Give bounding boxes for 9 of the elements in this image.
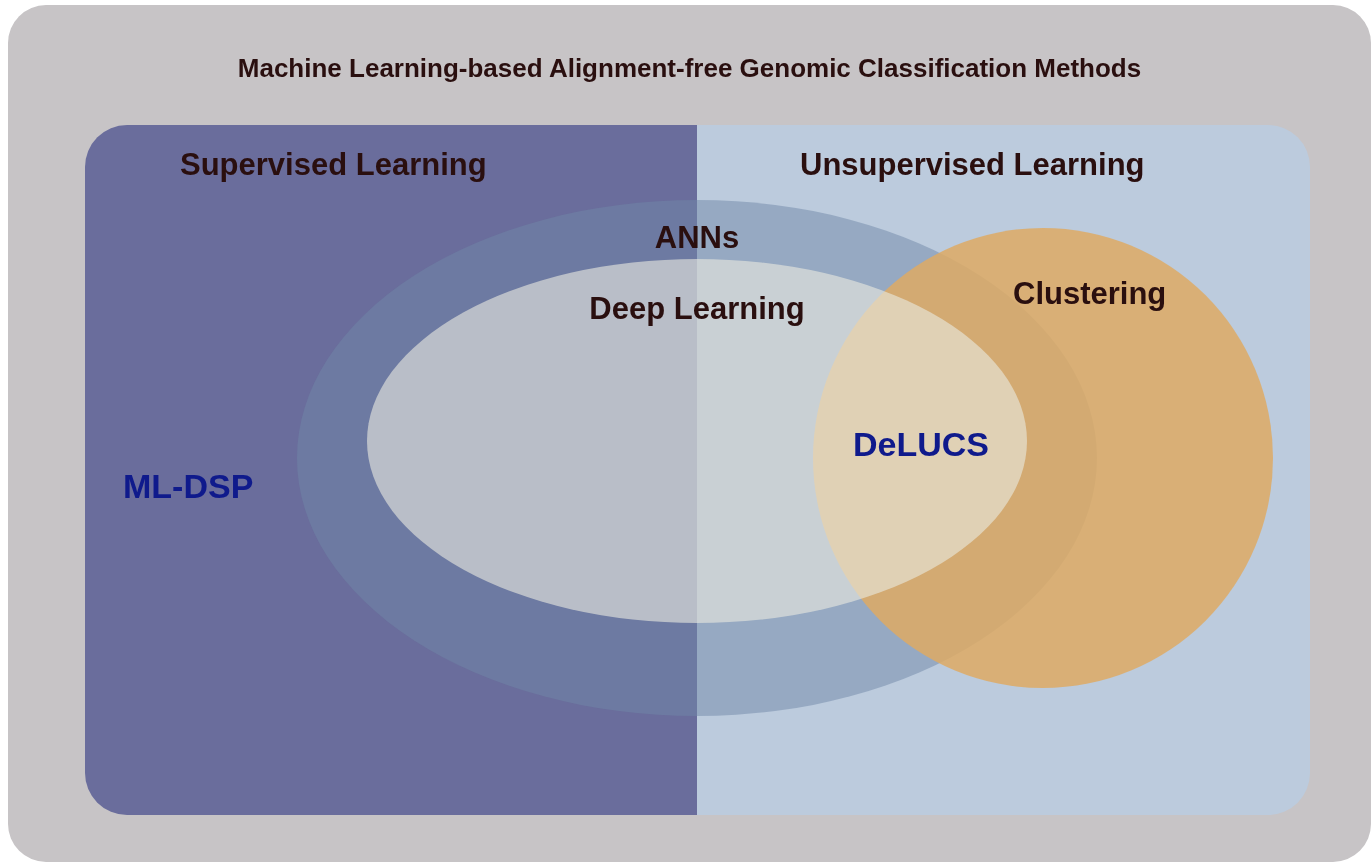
circle-heading: Clustering	[1013, 276, 1167, 312]
method-label: ML-DSP	[123, 467, 254, 506]
method-label: DeLUCS	[853, 425, 990, 464]
ellipse-heading: ANNs	[654, 220, 740, 256]
ellipse-heading: Deep Learning	[589, 291, 805, 327]
panel-heading: Machine Learning-based Alignment-free Genomic Classification Methods	[237, 53, 1142, 84]
region-heading: Unsupervised Learning	[800, 147, 1145, 183]
outer-panel	[8, 5, 1371, 862]
region-heading: Supervised Learning	[180, 147, 487, 183]
